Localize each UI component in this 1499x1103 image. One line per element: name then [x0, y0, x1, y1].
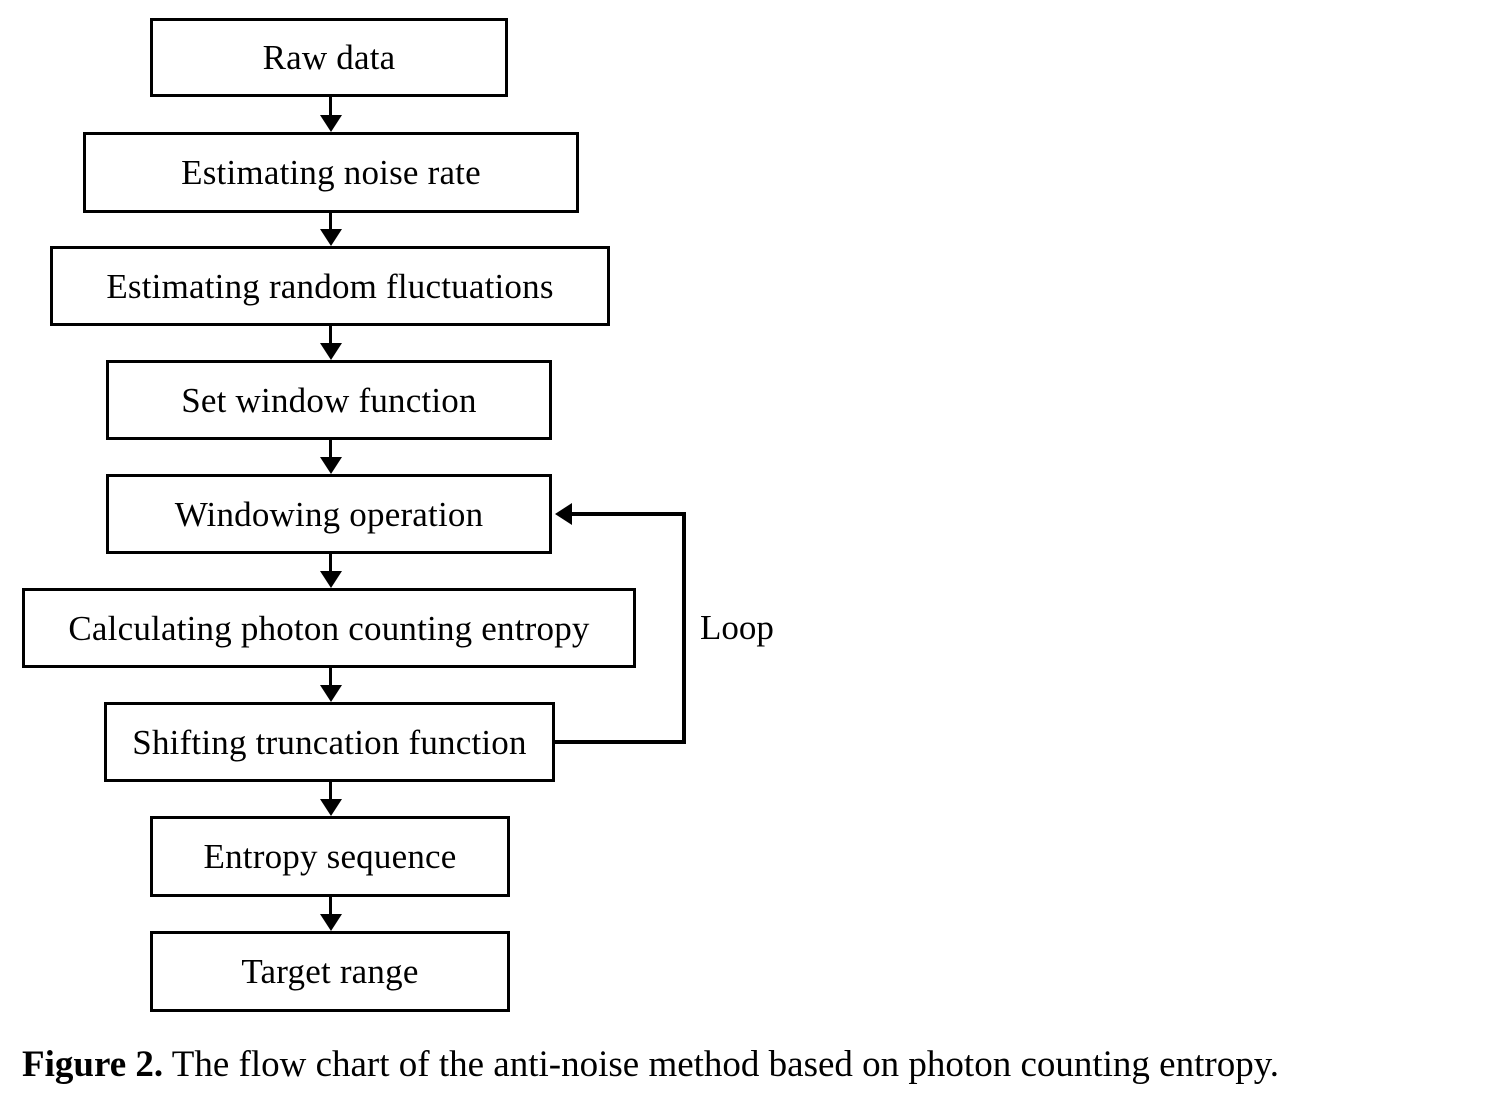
edge-calculating-photon-counting-entropy-to-shifting-truncation-function	[319, 668, 342, 702]
loop-segment-top-horizontal	[572, 512, 686, 516]
arrowhead-down-icon	[319, 571, 342, 588]
node-calculating-photon-counting-entropy[interactable]: Calculating photon counting entropy	[22, 588, 636, 668]
edge-shaft	[329, 326, 332, 345]
node-label: Set window function	[181, 380, 477, 420]
node-label: Estimating noise rate	[181, 153, 481, 192]
edge-shaft	[329, 213, 332, 231]
edge-windowing-operation-to-calculating-photon-counting-entropy	[319, 554, 342, 588]
arrowhead-down-icon	[319, 914, 342, 931]
edge-shifting-truncation-function-to-entropy-sequence	[319, 782, 342, 816]
loop-segment-vertical	[682, 512, 686, 743]
arrowhead-down-icon	[319, 229, 342, 246]
edge-set-window-function-to-windowing-operation	[319, 440, 342, 474]
node-windowing-operation[interactable]: Windowing operation	[106, 474, 552, 554]
edge-shaft	[329, 440, 332, 459]
edge-estimating-random-fluctuations-to-set-window-function	[319, 326, 342, 360]
figure-caption-label: Figure 2.	[22, 1044, 164, 1085]
node-label: Entropy sequence	[203, 837, 457, 876]
node-label: Estimating random fluctuations	[106, 266, 554, 306]
edge-shaft	[329, 668, 332, 687]
node-set-window-function[interactable]: Set window function	[106, 360, 552, 440]
figure-caption-text: The flow chart of the anti-noise method …	[163, 1044, 1280, 1085]
node-label: Raw data	[262, 38, 396, 77]
node-raw-data[interactable]: Raw data	[150, 18, 508, 97]
figure-caption: Figure 2. The flow chart of the anti-noi…	[22, 1042, 1482, 1088]
edge-shaft	[329, 897, 332, 916]
edge-entropy-sequence-to-target-range	[319, 897, 342, 931]
arrowhead-down-icon	[319, 343, 342, 360]
node-label: Target range	[241, 952, 419, 991]
node-shifting-truncation-function[interactable]: Shifting truncation function	[104, 702, 555, 782]
arrowhead-down-icon	[319, 799, 342, 816]
node-label: Shifting truncation function	[132, 722, 527, 762]
edge-shaft	[329, 554, 332, 573]
arrowhead-down-icon	[319, 685, 342, 702]
node-estimating-random-fluctuations[interactable]: Estimating random fluctuations	[50, 246, 610, 326]
edge-estimating-noise-rate-to-estimating-random-fluctuations	[319, 213, 342, 246]
node-estimating-noise-rate[interactable]: Estimating noise rate	[83, 132, 579, 213]
node-target-range[interactable]: Target range	[150, 931, 510, 1012]
arrowhead-left-icon	[555, 503, 572, 525]
loop-segment-bottom-horizontal	[553, 740, 686, 744]
edge-raw-data-to-estimating-noise-rate	[319, 97, 342, 132]
node-entropy-sequence[interactable]: Entropy sequence	[150, 816, 510, 897]
node-label: Calculating photon counting entropy	[68, 608, 590, 648]
edge-shaft	[329, 782, 332, 801]
arrowhead-down-icon	[319, 457, 342, 474]
arrowhead-down-icon	[319, 115, 342, 132]
node-label: Windowing operation	[174, 494, 484, 534]
loop-label: Loop	[700, 608, 774, 647]
edge-shaft	[329, 97, 332, 117]
